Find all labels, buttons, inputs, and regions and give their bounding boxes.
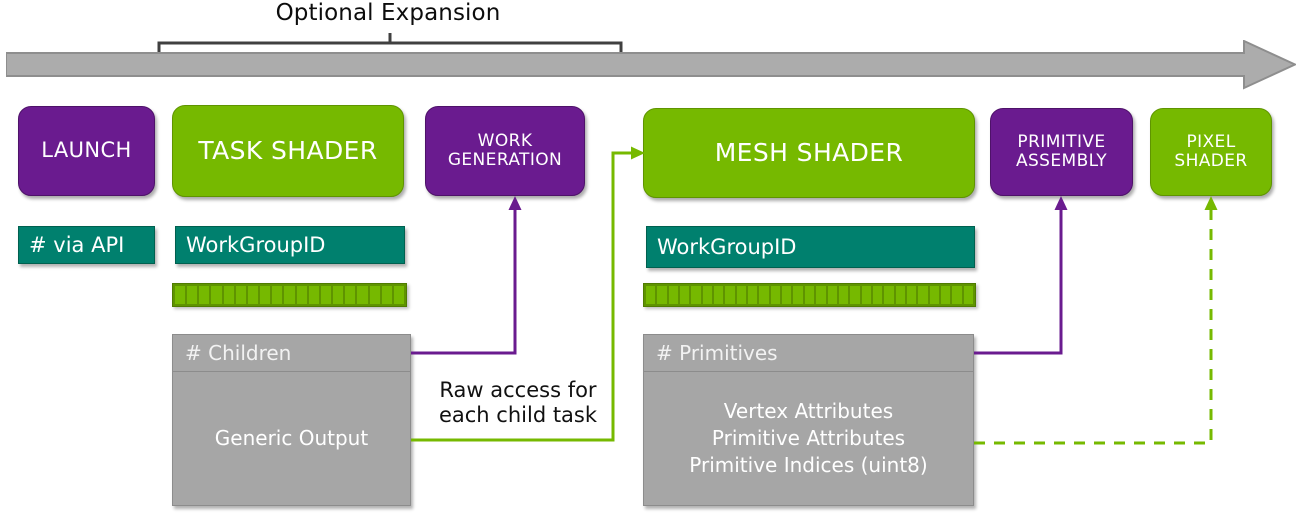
stage-primitive-assembly-label: PRIMITIVE ASSEMBLY (1015, 131, 1108, 171)
task-shader-lane-bar (172, 283, 407, 307)
lane-segment (381, 286, 392, 304)
lane-segment (320, 286, 332, 304)
lane-segment (850, 286, 860, 304)
lane-segment (793, 286, 803, 304)
pipeline-flow-arrow (6, 40, 1296, 90)
lane-segment (345, 286, 356, 304)
lane-segment (284, 286, 295, 304)
input-task-workgroupid: WorkGroupID (175, 226, 405, 264)
lane-segment (691, 286, 701, 304)
lane-segment (895, 286, 905, 304)
task-shader-output-block: # Children Generic Output (172, 334, 411, 506)
lane-segment (929, 286, 939, 304)
lane-segment (804, 286, 815, 304)
lane-segment (963, 286, 973, 304)
lane-segment (657, 286, 667, 304)
lane-segment (211, 286, 222, 304)
lane-segment (736, 286, 747, 304)
input-launch-via-api-label: # via API (29, 233, 125, 257)
mesh-output-body: Vertex Attributes Primitive Attributes P… (689, 399, 928, 477)
connector-children-to-work-generation (405, 190, 535, 365)
stage-launch[interactable]: LAUNCH (18, 106, 155, 196)
lane-segment (223, 286, 234, 304)
lane-segment (680, 286, 690, 304)
lane-segment (247, 286, 259, 304)
lane-segment (770, 286, 781, 304)
lane-segment (199, 286, 210, 304)
lane-segment (906, 286, 917, 304)
optional-expansion-bracket (150, 28, 630, 58)
stage-launch-label: LAUNCH (41, 138, 132, 163)
lane-segment (357, 286, 368, 304)
lane-segment (952, 286, 962, 304)
lane-segment (175, 286, 186, 304)
input-mesh-workgroupid-label: WorkGroupID (657, 235, 797, 259)
raw-access-annotation: Raw access for each child task (438, 378, 598, 427)
optional-expansion-label: Optional Expansion (275, 0, 501, 26)
task-output-body: Generic Output (214, 426, 369, 450)
stage-pixel-shader-label: PIXEL SHADER (1174, 131, 1248, 171)
lane-segment (393, 286, 404, 304)
stage-pixel-shader[interactable]: PIXEL SHADER (1150, 108, 1272, 196)
lane-segment (816, 286, 826, 304)
input-launch-via-api: # via API (18, 226, 155, 264)
lane-segment (369, 286, 380, 304)
lane-segment (714, 286, 724, 304)
task-output-header: # Children (173, 335, 410, 372)
stage-primitive-assembly[interactable]: PRIMITIVE ASSEMBLY (990, 108, 1133, 196)
input-task-workgroupid-label: WorkGroupID (186, 233, 326, 257)
lane-segment (260, 286, 271, 304)
lane-segment (668, 286, 679, 304)
lane-segment (918, 286, 928, 304)
mesh-shader-lane-bar (643, 283, 976, 307)
connector-primitives-to-primitive-assembly (966, 190, 1086, 365)
lane-segment (296, 286, 307, 304)
lane-segment (940, 286, 951, 304)
mesh-output-header: # Primitives (644, 335, 973, 372)
lane-segment (861, 286, 871, 304)
lane-segment (884, 286, 894, 304)
lane-segment (759, 286, 769, 304)
stage-mesh-shader[interactable]: MESH SHADER (643, 108, 975, 198)
lane-segment (187, 286, 198, 304)
input-mesh-workgroupid: WorkGroupID (646, 226, 975, 268)
lane-segment (872, 286, 883, 304)
stage-task-shader[interactable]: TASK SHADER (172, 105, 404, 197)
lane-segment (838, 286, 849, 304)
connector-attributes-to-pixel-shader (966, 190, 1236, 455)
stage-mesh-shader-label: MESH SHADER (714, 138, 904, 167)
mesh-shader-output-block: # Primitives Vertex Attributes Primitive… (643, 334, 974, 506)
lane-segment (235, 286, 246, 304)
stage-work-generation[interactable]: WORK GENERATION (425, 106, 585, 196)
lane-segment (702, 286, 713, 304)
lane-segment (272, 286, 283, 304)
lane-segment (646, 286, 656, 304)
lane-segment (333, 286, 344, 304)
stage-task-shader-label: TASK SHADER (198, 136, 378, 165)
lane-segment (827, 286, 837, 304)
lane-segment (308, 286, 319, 304)
lane-segment (782, 286, 792, 304)
lane-segment (725, 286, 735, 304)
lane-segment (748, 286, 758, 304)
stage-work-generation-label: WORK GENERATION (447, 130, 563, 170)
